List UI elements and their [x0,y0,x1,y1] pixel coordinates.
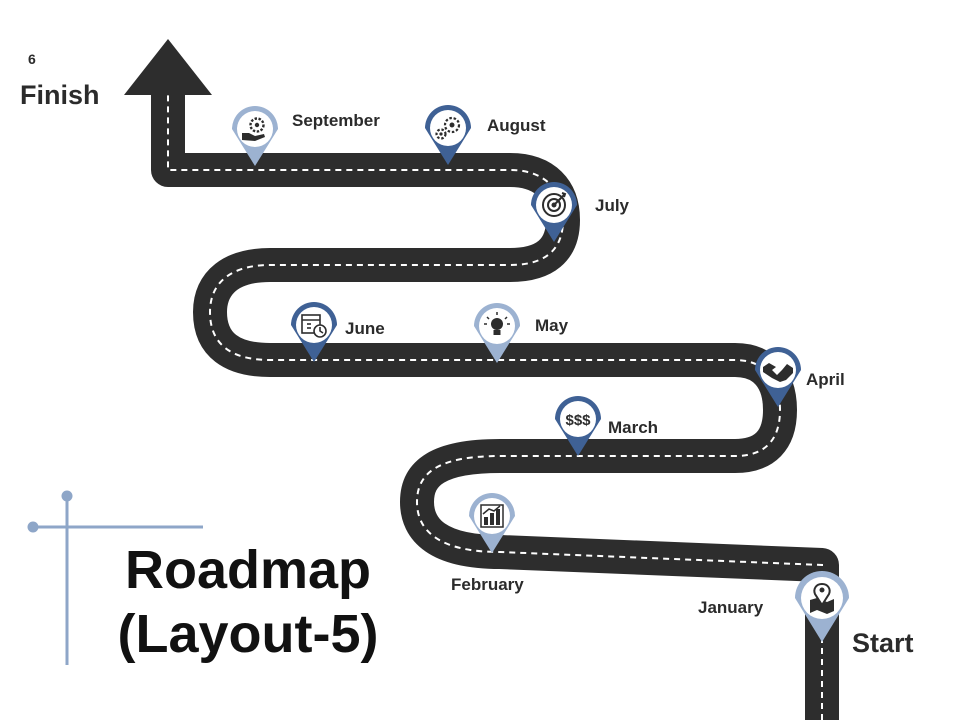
dollar-signs-icon: $$$ [565,412,591,429]
milestone-pin-july[interactable] [531,182,577,242]
gears-icon [435,116,461,140]
month-label-july: July [595,196,630,215]
month-label-february: February [451,575,524,594]
milestone-pin-january[interactable] [795,571,849,642]
slide-title: Roadmap (Layout-5) [88,538,408,666]
gear-hand-icon [242,117,265,141]
milestone-pin-april[interactable] [755,347,801,407]
month-label-april: April [806,370,845,389]
finish-arrow-head [124,39,212,95]
bar-chart-icon [480,504,504,528]
month-label-march: March [608,418,659,437]
milestone-pin-february[interactable] [469,493,515,553]
milestone-pin-june[interactable] [291,302,337,362]
handshake-icon [763,363,793,382]
month-label-may: May [535,316,569,335]
finish-label: Finish [20,80,100,110]
month-label-august: August [487,116,546,135]
milestone-pin-august[interactable] [425,105,471,165]
lightbulb-icon [484,312,510,335]
milestone-pin-may[interactable] [474,303,520,363]
milestone-pin-september[interactable] [232,106,278,166]
calendar-clock-icon [301,314,327,338]
month-label-september: September [292,111,380,130]
start-label: Start [852,628,914,658]
month-label-june: June [345,319,385,338]
target-icon [542,192,567,217]
title-line-2: (Layout-5) [117,604,379,664]
title-accent-lines [27,490,203,665]
page-number: 6 [28,51,36,67]
title-line-1: Roadmap [124,540,372,600]
month-label-january: January [698,598,764,617]
map-location-icon [810,582,834,614]
milestone-pin-march[interactable]: $$$ [555,396,601,456]
